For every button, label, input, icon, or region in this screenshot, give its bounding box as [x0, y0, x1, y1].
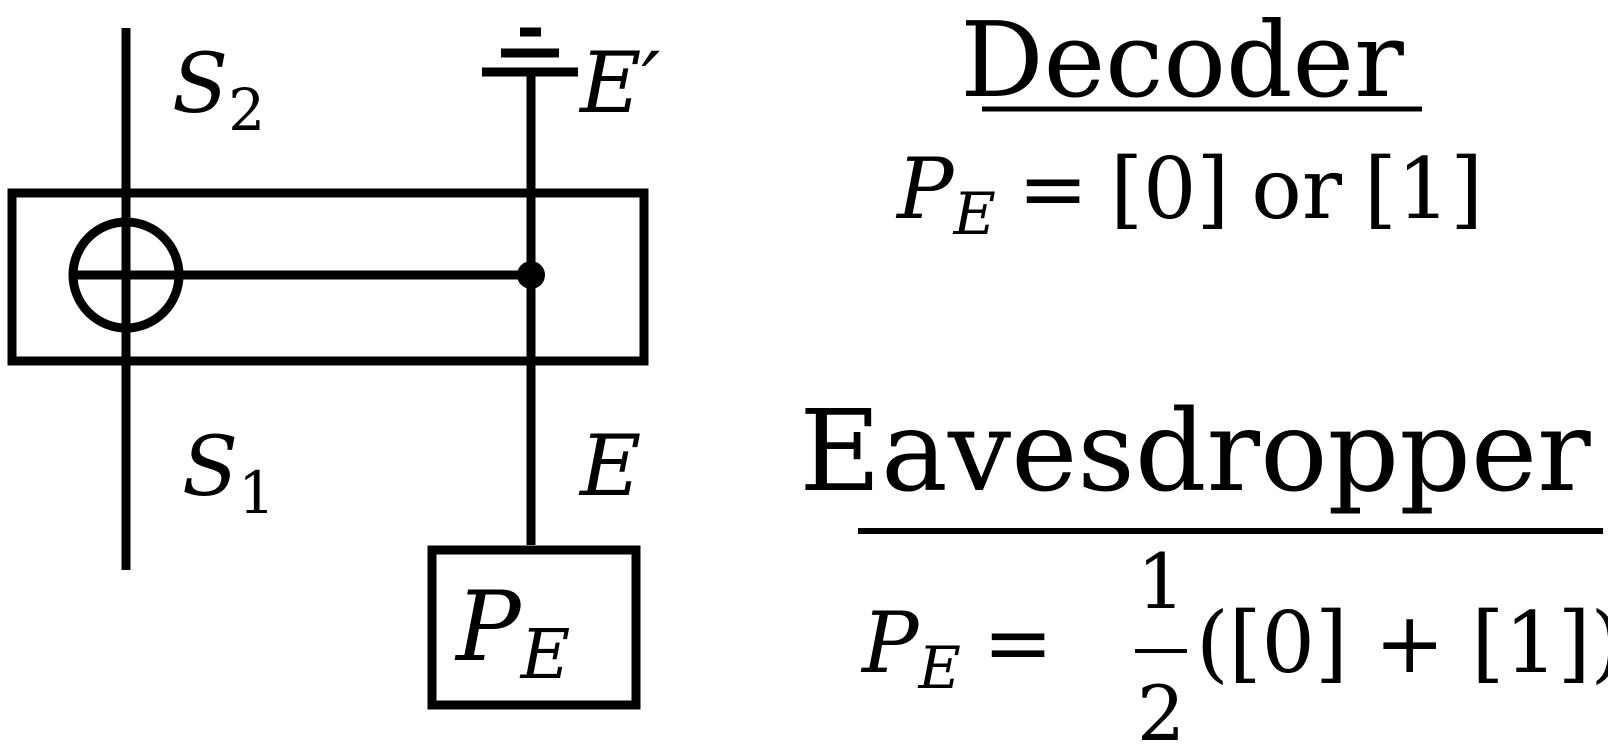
- eavesdropper-heading: Eavesdropper: [799, 387, 1591, 517]
- decoder-heading: Decoder: [960, 0, 1404, 121]
- half-numerator: 1: [1137, 537, 1185, 626]
- cnot-control-dot: [517, 261, 545, 289]
- pe-box: [427, 545, 641, 710]
- decoder-block: Decoder PE=[0]or[1]: [895, 0, 1483, 248]
- eavesdropper-formula-rest: ([0] + [1]): [1196, 594, 1608, 692]
- eavesdropper-block: Eavesdropper PE= 1 2 ([0] + [1]): [799, 387, 1608, 754]
- e-label: E: [578, 417, 641, 515]
- s2-label: S2: [172, 37, 265, 144]
- pe-box-label: PE: [454, 571, 570, 695]
- s1-label: S1: [182, 420, 275, 527]
- e-prime-label: E′: [578, 34, 660, 132]
- decoder-formula: PE=[0]or[1]: [895, 140, 1483, 248]
- ground-symbol: [482, 27, 578, 77]
- eavesdropper-formula-lhs: PE=: [860, 594, 1053, 702]
- circuit-diagram: S2 E′ S1 E PE: [7, 27, 660, 710]
- gate-box: [7, 188, 649, 366]
- half-denominator: 2: [1137, 669, 1185, 754]
